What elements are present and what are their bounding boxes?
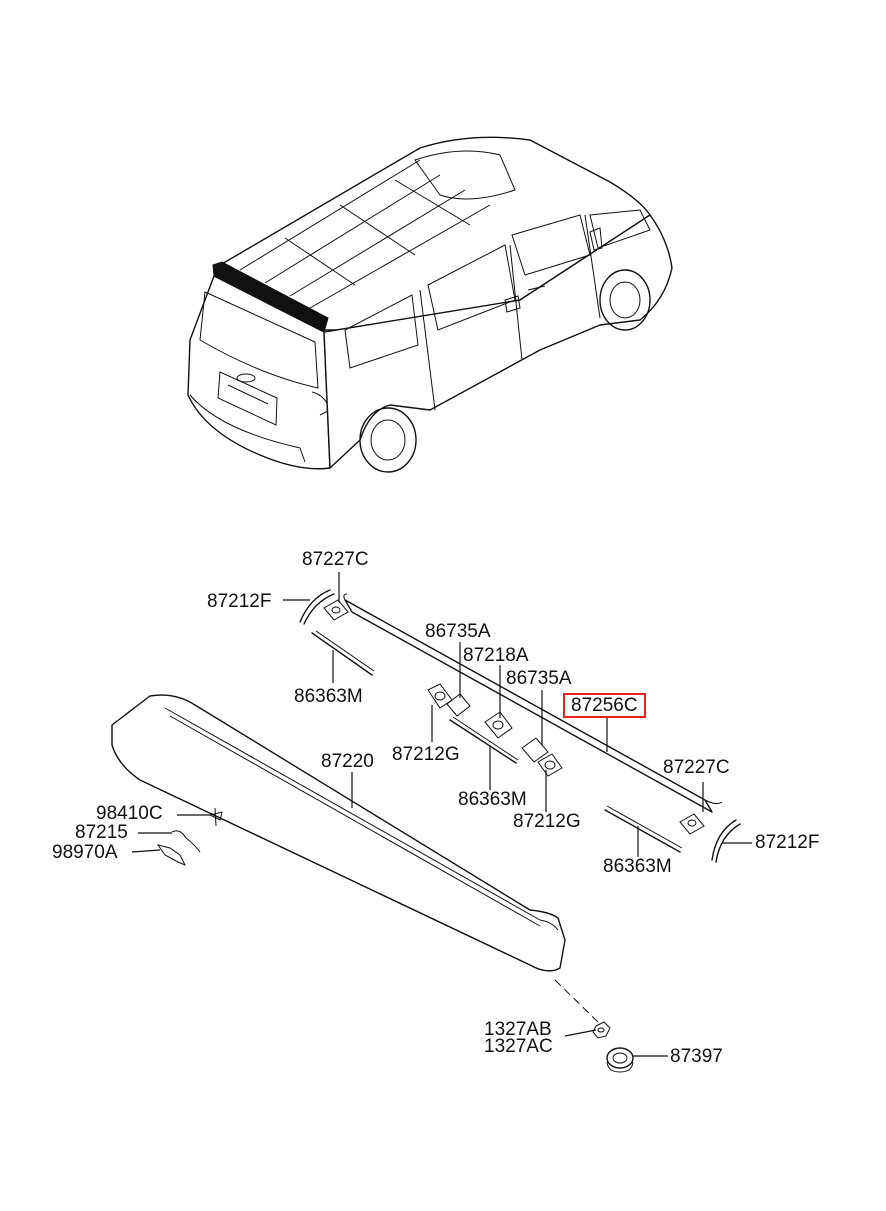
label-98410c: 98410C [96,803,163,824]
label-87218a: 87218A [463,645,529,666]
bolt-98410c [208,811,223,821]
label-87212f-right: 87212F [755,832,820,853]
lamp-98970a [156,844,187,866]
end-cap-left [299,589,331,623]
grommet-87397 [606,1047,634,1069]
label-87220: 87220 [321,751,374,772]
nut-1327ab [592,1021,611,1039]
clip-87227c-top [323,599,349,621]
label-86735a-1: 86735A [425,621,491,642]
label-98970a: 98970A [52,842,118,863]
end-cap-right [711,819,737,861]
label-86735a-2: 86735A [506,668,572,689]
spoiler-87220 [111,694,566,972]
leader-lines [131,572,752,1057]
strip-86363m-right [604,809,681,853]
label-87212g-2: 87212G [513,811,581,832]
label-87256c-highlighted[interactable]: 87256C [563,693,646,718]
label-87227c-right: 87227C [663,757,730,778]
van-illustration [187,136,673,473]
clip-87227c-right [679,813,705,835]
hose-87215 [171,830,201,853]
strip-86363m-left [311,632,373,676]
moulding-87256c [344,599,713,813]
pad-87212g-2 [537,753,563,777]
pad-87218a [484,711,513,739]
label-87227c-top: 87227C [302,549,369,570]
label-86363m-mid: 86363M [458,789,527,810]
label-86363m-right: 86363M [603,856,672,877]
pad-86735a-2 [521,737,549,763]
strip-86363m-mid [449,719,517,764]
label-1327ab: 1327AB [484,1019,552,1040]
pad-86735a-1 [446,693,471,717]
label-87397: 87397 [670,1046,723,1067]
label-87212f-left: 87212F [207,591,272,612]
label-1327ac: 1327AC [484,1036,553,1057]
parts-group [111,589,741,1073]
label-87212g-1: 87212G [392,744,460,765]
pad-87212g-1 [427,683,453,709]
label-87215: 87215 [75,822,128,843]
label-86363m-left: 86363M [294,686,363,707]
